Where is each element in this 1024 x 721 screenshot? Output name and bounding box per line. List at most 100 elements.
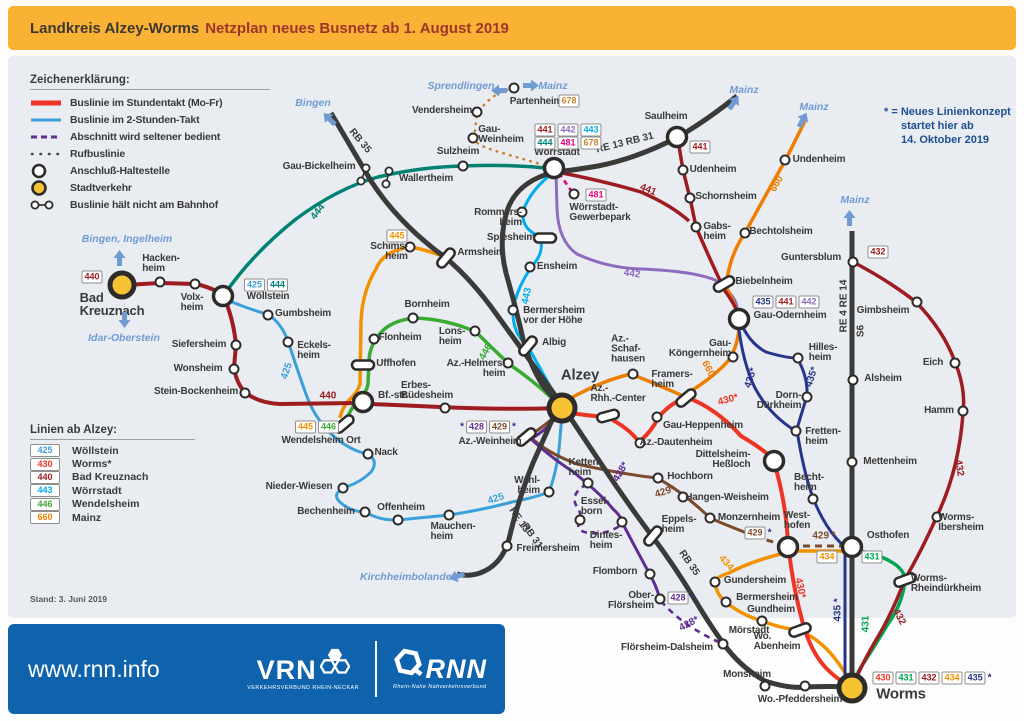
header-title-region: Landkreis Alzey-Worms <box>30 19 200 37</box>
station-bf-str <box>351 390 375 414</box>
note-line1: * = Neues Linienkonzept <box>884 106 1011 118</box>
station-sulzheim <box>457 160 469 172</box>
station-dorn-duerkheim <box>801 391 813 403</box>
station-ensheim <box>524 261 536 273</box>
logo-divider <box>375 641 377 697</box>
vrn-logo-sub: VERKEHRSVERBUND RHEIN-NECKAR <box>247 685 359 691</box>
station-stein-bockenheim <box>239 387 251 399</box>
rnn-logo-sub: Rhein-Nahe Nahverkehrsverbund <box>392 684 487 690</box>
station-wahlheim <box>543 486 555 498</box>
station-dittelsheim-hessloch <box>762 449 786 473</box>
station-vendersheim <box>471 106 483 118</box>
station-alzey <box>546 392 578 424</box>
station-az-weinheim <box>515 427 537 447</box>
station-wallertheim <box>381 166 394 189</box>
station-erbes-buedesheim <box>439 402 451 414</box>
station-hillesheim <box>792 352 804 364</box>
station-albig <box>518 335 538 357</box>
station-flonheim <box>368 333 380 345</box>
rnn-url: www.rnn.info <box>28 655 160 682</box>
station-wonsheim <box>228 363 240 375</box>
vrn-logo: VRN VERKEHRSVERBUND RHEIN-NECKAR <box>247 647 359 691</box>
station-gimbsheim <box>911 296 923 308</box>
legend-item-0: Buslinie im Stundentakt (Mo-Fr) <box>31 96 223 109</box>
header-title-rest: Netzplan neues Busnetz ab 1. August 2019 <box>205 19 509 37</box>
station-gewerbepark <box>568 188 580 200</box>
station-nieder-wiesen <box>337 482 349 494</box>
station-offenheim <box>392 514 404 526</box>
station-gabsheim <box>690 221 702 233</box>
station-worms <box>836 672 868 704</box>
station-udenheim <box>677 164 689 176</box>
station-floersheim-dalsheim <box>717 638 729 650</box>
station-frettenheim <box>790 425 802 437</box>
station-bechtheim <box>807 493 819 505</box>
legend-item-3: Rufbuslinie <box>30 147 125 160</box>
station-schornsheim <box>684 192 696 204</box>
station-woerrstadt <box>542 156 566 180</box>
station-bermersheim-vdh <box>507 304 519 316</box>
station-spiesheim <box>532 232 558 244</box>
station-worms-rheinduerkheim <box>893 572 917 588</box>
note-line2: startet hier ab <box>901 119 974 132</box>
station-hamm <box>957 405 969 417</box>
station-lonsheim <box>469 325 481 337</box>
station-siefersheim <box>230 339 242 351</box>
station-westhofen <box>776 535 800 559</box>
station-hackenheim <box>154 276 166 288</box>
station-gau-koengernheim <box>727 351 739 363</box>
station-gau-bickelheim <box>356 163 371 186</box>
station-gundheim <box>756 615 768 627</box>
station-volxheim <box>189 278 201 290</box>
station-rommersheim <box>516 206 528 218</box>
station-monsheim <box>759 680 771 692</box>
station-bad-kreuznach <box>107 270 137 300</box>
header-bar: Landkreis Alzey-Worms Netzplan neues Bus… <box>8 6 1016 50</box>
station-az-helmersheim <box>502 357 514 369</box>
station-flomborn <box>644 568 656 580</box>
station-az-schafhausen <box>627 368 639 380</box>
station-armsheim <box>436 247 456 269</box>
lines-from-alzey-title: Linien ab Alzey: <box>30 424 195 440</box>
station-nack <box>362 448 374 460</box>
station-az-dautenheim <box>634 437 646 449</box>
station-guntersblum <box>847 256 859 268</box>
station-uffhofen <box>350 359 376 371</box>
footer-bar: www.rnn.info VRN VERKEHRSVERBUND RHEIN-N… <box>8 624 505 714</box>
vrn-hexagons-icon <box>319 647 351 682</box>
station-gau-heppenheim <box>651 411 663 423</box>
station-bermersheim <box>720 596 732 608</box>
station-eppelsheim <box>643 525 663 547</box>
station-framersheim <box>675 388 697 408</box>
station-undenheim <box>779 154 791 166</box>
note-line3: 14. Oktober 2019 <box>901 133 990 146</box>
station-eckelsheim <box>282 336 294 348</box>
station-monzernheim <box>704 512 716 524</box>
station-wo-pfeddersheim <box>799 680 811 692</box>
station-bechenheim <box>359 506 371 518</box>
station-schimsheim <box>404 241 416 253</box>
rnn-logo-word: RNN <box>425 654 487 684</box>
station-bornheim <box>407 312 419 324</box>
station-bechtolsheim <box>739 227 751 239</box>
station-esselborn <box>574 514 586 526</box>
station-mauchenheim <box>443 509 455 521</box>
station-worms-ibersheim <box>931 511 943 523</box>
station-alsheim <box>847 374 859 386</box>
new-concept-note: * = Neues Linienkonzept startet hier ab … <box>884 106 1024 147</box>
station-kettenheim <box>582 477 594 489</box>
stand-date: Stand: 3. Juni 2019 <box>30 594 107 604</box>
station-ober-floersheim <box>654 593 666 605</box>
station-gau-weinheim <box>467 132 479 144</box>
station-gundersheim <box>709 576 721 588</box>
station-hangen-weisheim <box>677 491 689 503</box>
vrn-logo-word: VRN <box>256 655 317 685</box>
station-az-rhh-center <box>595 408 621 424</box>
station-wendelsheim-ort <box>333 414 355 434</box>
station-mettenheim <box>846 456 858 468</box>
